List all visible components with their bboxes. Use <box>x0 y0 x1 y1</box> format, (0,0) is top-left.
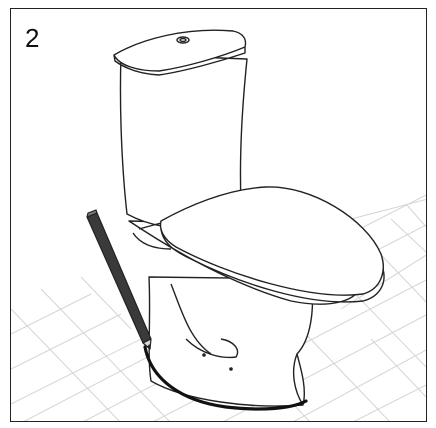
toilet-seat-lid <box>159 186 384 296</box>
pencil-icon <box>86 209 152 350</box>
bolt-hole-icon <box>229 367 233 371</box>
step-number: 2 <box>25 23 40 53</box>
toilet-drawing <box>113 29 385 407</box>
instruction-panel: 2 <box>10 8 427 422</box>
floor-marking-line <box>143 345 308 411</box>
flush-button-icon <box>176 36 190 44</box>
installation-illustration <box>11 29 426 421</box>
bolt-hole-icon <box>202 353 206 357</box>
tank-lid <box>113 29 247 72</box>
